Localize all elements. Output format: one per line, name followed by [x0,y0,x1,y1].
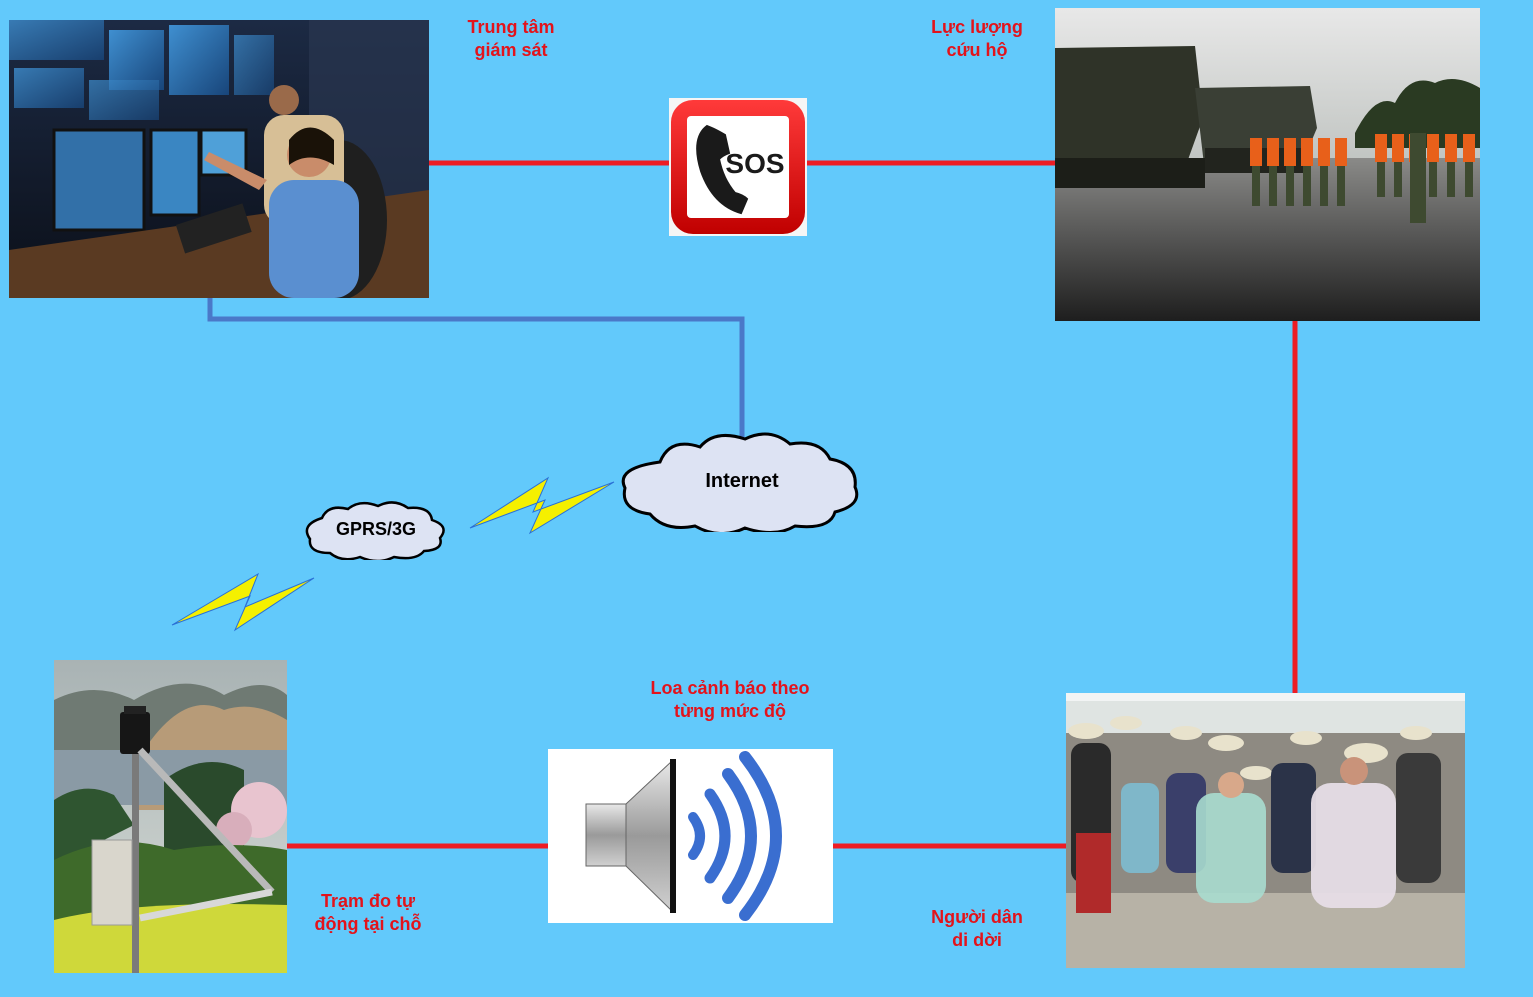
gprs-cloud: GPRS/3G [300,500,452,563]
warning-speaker-label: Loa cảnh báo theo từng mức độ [610,677,850,723]
sos-icon: SOS [669,98,807,236]
sos-text: SOS [725,148,784,179]
station-label: Trạm đo tự động tại chỗ [298,890,438,936]
warning-speaker-label-line2: từng mức độ [673,701,787,721]
measuring-station-image [54,660,287,973]
link-center-internet [207,298,745,438]
warning-speaker-label-line1: Loa cảnh báo theo [650,678,810,698]
evacuees-label-line1: Người dân [931,907,1023,927]
evacuees-label: Người dân di dời [907,906,1047,952]
monitoring-center-label-line1: Trung tâm [467,17,555,37]
warning-speaker-icon [548,749,833,923]
rescue-force-label-line1: Lực lượng [931,17,1023,37]
lightning-bolt-upper [469,476,615,535]
rescue-force-label: Lực lượng cứu hộ [907,16,1047,62]
gprs-label: GPRS/3G [336,519,416,539]
internet-cloud: Internet [620,432,865,535]
rescue-force-label-line2: cứu hộ [946,40,1008,60]
lightning-bolt-lower [171,572,315,632]
internet-label: Internet [705,470,779,492]
rescue-force-image [1055,8,1480,321]
station-label-line2: động tại chỗ [314,914,422,934]
station-label-line1: Trạm đo tự [320,891,416,911]
monitoring-center-label: Trung tâm giám sát [441,16,581,62]
evacuees-image [1066,693,1465,968]
monitoring-center-image [9,20,429,298]
evacuees-label-line2: di dời [952,930,1002,950]
monitoring-center-label-line2: giám sát [474,40,548,60]
